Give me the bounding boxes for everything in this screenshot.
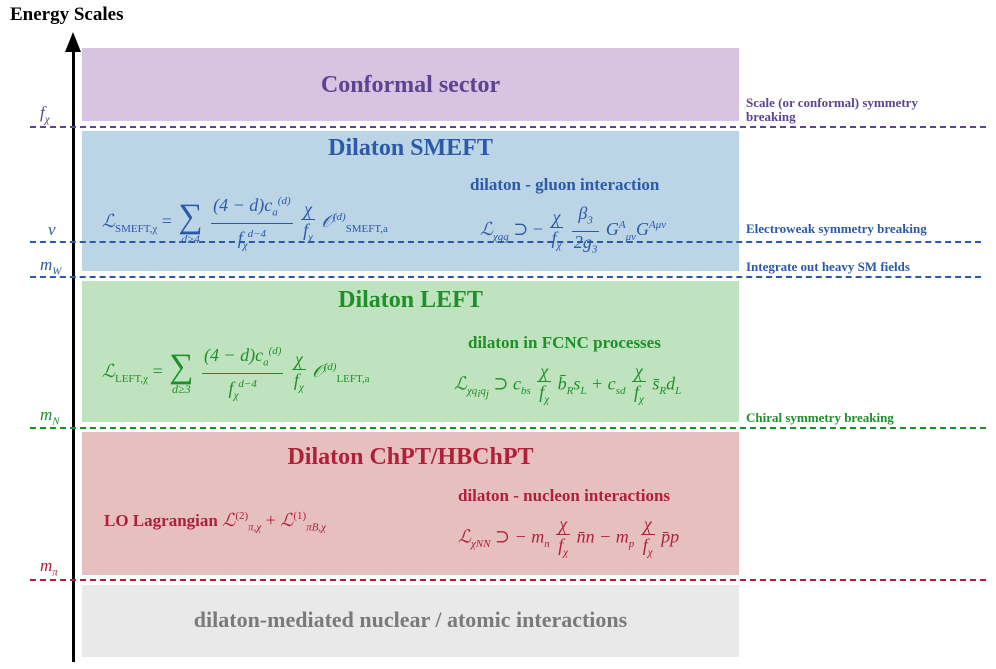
annotation-chiral-breaking: Chiral symmetry breaking bbox=[746, 410, 894, 425]
band-title-smeft: Dilaton SMEFT bbox=[328, 135, 493, 161]
scale-line-m-pi bbox=[30, 579, 986, 581]
band-dilaton-smeft: Dilaton SMEFT dilaton - gluon interactio… bbox=[82, 131, 739, 271]
band-title-conformal: Conformal sector bbox=[320, 72, 501, 98]
smeft-subtitle: dilaton - gluon interaction bbox=[470, 175, 660, 194]
band-title-chpt: Dilaton ChPT/HBChPT bbox=[287, 444, 534, 470]
scale-label-m-w: mW bbox=[40, 255, 62, 278]
band-dilaton-chpt: Dilaton ChPT/HBChPT dilaton - nucleon in… bbox=[82, 432, 739, 575]
energy-axis-arrowhead bbox=[65, 32, 81, 52]
scale-line-f-chi bbox=[30, 126, 986, 128]
scale-label-f-chi: fχ bbox=[40, 103, 50, 126]
band-title-nuclear: dilaton-mediated nuclear / atomic intera… bbox=[193, 607, 628, 632]
band-title-left: Dilaton LEFT bbox=[338, 287, 483, 313]
chpt-subtitle: dilaton - nucleon interactions bbox=[458, 486, 671, 505]
scale-label-m-pi: mπ bbox=[40, 556, 58, 579]
band-dilaton-left: Dilaton LEFT dilaton in FCNC processes ℒ… bbox=[82, 281, 739, 422]
scale-line-v bbox=[30, 241, 981, 243]
band-nuclear-atomic: dilaton-mediated nuclear / atomic intera… bbox=[82, 585, 739, 657]
annotation-integrate-out: Integrate out heavy SM fields bbox=[746, 259, 910, 274]
band-conformal-sector: Conformal sector bbox=[82, 48, 739, 121]
scale-line-m-n bbox=[30, 427, 986, 429]
lo-lagrangian-label: LO Lagrangian bbox=[104, 511, 218, 530]
left-subtitle: dilaton in FCNC processes bbox=[468, 333, 661, 352]
diagram-title: Energy Scales bbox=[10, 4, 124, 25]
annotation-electroweak-breaking: Electroweak symmetry breaking bbox=[746, 221, 927, 236]
scale-label-m-n: mN bbox=[40, 405, 60, 428]
scale-line-m-w bbox=[30, 276, 981, 278]
energy-axis-line bbox=[72, 38, 75, 662]
chpt-lo-lagrangian: LO Lagrangian ℒ(2)π,χ + ℒ(1)πB,χ bbox=[104, 510, 327, 534]
scale-label-v: v bbox=[48, 220, 56, 239]
